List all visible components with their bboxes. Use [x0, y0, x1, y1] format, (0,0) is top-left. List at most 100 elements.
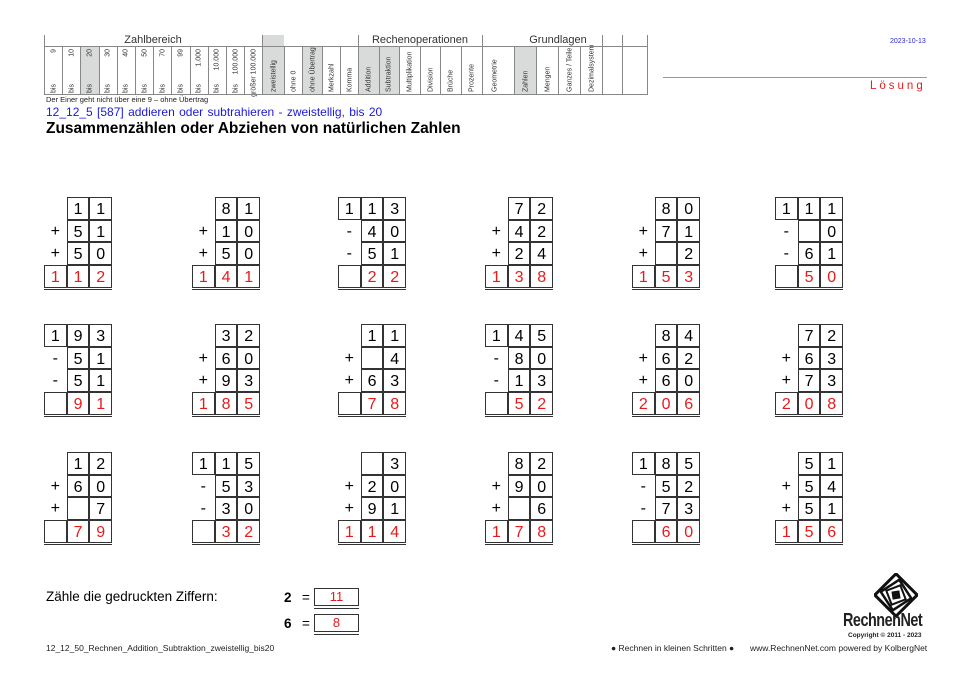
result-cell[interactable]: 2 [383, 265, 407, 288]
result-cell[interactable]: 6 [820, 520, 844, 543]
result-cell[interactable]: 5 [507, 392, 531, 415]
range-prefix: bis [195, 84, 203, 93]
digit-cell: 7 [654, 497, 678, 521]
result-cell[interactable] [485, 392, 508, 415]
operator-sign: + [344, 500, 355, 518]
range-prefix: bis [213, 84, 221, 93]
digit-cell: 3 [383, 369, 407, 393]
range-prefix: bis [141, 84, 149, 93]
result-cell[interactable]: 0 [797, 392, 821, 415]
result-cell[interactable]: 2 [632, 392, 655, 415]
digit-cell: 1 [485, 324, 508, 347]
count-answer-box[interactable]: 8 [314, 614, 359, 635]
result-cell[interactable]: 2 [530, 392, 554, 415]
page-title: Zusammenzählen oder Abziehen von natürli… [46, 120, 461, 137]
count-answer-box[interactable]: 11 [314, 588, 359, 609]
result-cell[interactable]: 1 [89, 392, 113, 415]
double-underline [775, 541, 844, 545]
empty-column [602, 46, 622, 94]
digit-cell: 4 [360, 219, 384, 243]
result-cell[interactable]: 5 [237, 392, 261, 415]
digit-cell: 6 [214, 346, 238, 370]
footer-site-link[interactable]: www.RechnenNet.com powered by KolbergNet [750, 643, 928, 653]
digit-cell: 1 [44, 324, 67, 347]
group-title-zahlbereich: Zahlbereich [124, 34, 182, 46]
result-cell[interactable]: 1 [338, 520, 361, 543]
result-cell[interactable]: 7 [360, 392, 384, 415]
group-title-grundlagen: Grundlagen [529, 34, 587, 46]
result-cell[interactable]: 5 [797, 520, 821, 543]
result-cell[interactable]: 9 [66, 392, 90, 415]
result-cell[interactable]: 8 [530, 265, 554, 288]
result-cell[interactable] [192, 520, 215, 543]
digit-cell: 8 [654, 197, 678, 220]
result-cell[interactable]: 2 [237, 520, 261, 543]
result-cell[interactable]: 3 [677, 265, 701, 288]
result-cell[interactable]: 1 [44, 265, 67, 288]
result-cell[interactable]: 2 [360, 265, 384, 288]
digit-cell [775, 324, 798, 347]
result-cell[interactable]: 3 [507, 265, 531, 288]
result-cell[interactable] [632, 520, 655, 543]
operator-sign: + [344, 349, 355, 367]
result-cell[interactable]: 2 [89, 265, 113, 288]
result-cell[interactable]: 0 [820, 265, 844, 288]
digit-cell: 6 [66, 474, 90, 498]
range-value: 30 [104, 49, 112, 57]
digit-cell: 4 [383, 346, 407, 370]
result-cell[interactable]: 1 [237, 265, 261, 288]
result-cell[interactable]: 4 [383, 520, 407, 543]
result-cell[interactable]: 1 [775, 520, 798, 543]
operator-sign: + [491, 222, 502, 240]
result-cell[interactable]: 4 [214, 265, 238, 288]
result-cell[interactable]: 5 [797, 265, 821, 288]
basics-label: Mengen [544, 66, 551, 92]
result-cell[interactable]: 9 [89, 520, 113, 543]
geometry-label: Geometrie [491, 59, 498, 92]
result-cell[interactable]: 6 [677, 392, 701, 415]
result-cell[interactable] [338, 265, 361, 288]
double-underline [485, 286, 554, 290]
result-cell[interactable]: 8 [214, 392, 238, 415]
operator-sign: + [344, 477, 355, 495]
result-cell[interactable]: 1 [360, 520, 384, 543]
result-cell[interactable]: 6 [654, 520, 678, 543]
operation-column: Addition [358, 46, 379, 94]
digit-cell: 5 [66, 219, 90, 243]
result-cell[interactable]: 0 [677, 520, 701, 543]
result-cell[interactable]: 0 [654, 392, 678, 415]
digit-cell [192, 197, 215, 220]
result-cell[interactable]: 1 [485, 265, 508, 288]
digit-cell: 7 [797, 369, 821, 393]
result-cell[interactable]: 1 [485, 520, 508, 543]
result-cell[interactable]: 2 [775, 392, 798, 415]
result-cell[interactable]: 8 [530, 520, 554, 543]
result-cell[interactable]: 8 [820, 392, 844, 415]
basics-label: Ganzes / Teile [566, 47, 573, 92]
result-cell[interactable] [338, 392, 361, 415]
result-cell[interactable]: 8 [383, 392, 407, 415]
result-cell[interactable]: 7 [66, 520, 90, 543]
count-row-1: 2 = [284, 589, 310, 607]
operator-sign: + [344, 372, 355, 390]
digit-cell: 8 [214, 197, 238, 220]
operator-sign: - [783, 222, 789, 240]
result-cell[interactable]: 1 [66, 265, 90, 288]
result-cell[interactable] [775, 265, 798, 288]
double-underline [338, 413, 407, 417]
result-cell[interactable] [44, 520, 67, 543]
double-underline [485, 541, 554, 545]
result-cell[interactable]: 7 [507, 520, 531, 543]
result-cell[interactable]: 1 [632, 265, 655, 288]
result-cell[interactable]: 1 [192, 265, 215, 288]
result-cell[interactable]: 5 [654, 265, 678, 288]
result-cell[interactable]: 1 [192, 392, 215, 415]
digit-cell: 6 [797, 242, 821, 266]
result-cell[interactable]: 3 [214, 520, 238, 543]
result-cell[interactable] [44, 392, 67, 415]
divider-line [663, 77, 927, 78]
